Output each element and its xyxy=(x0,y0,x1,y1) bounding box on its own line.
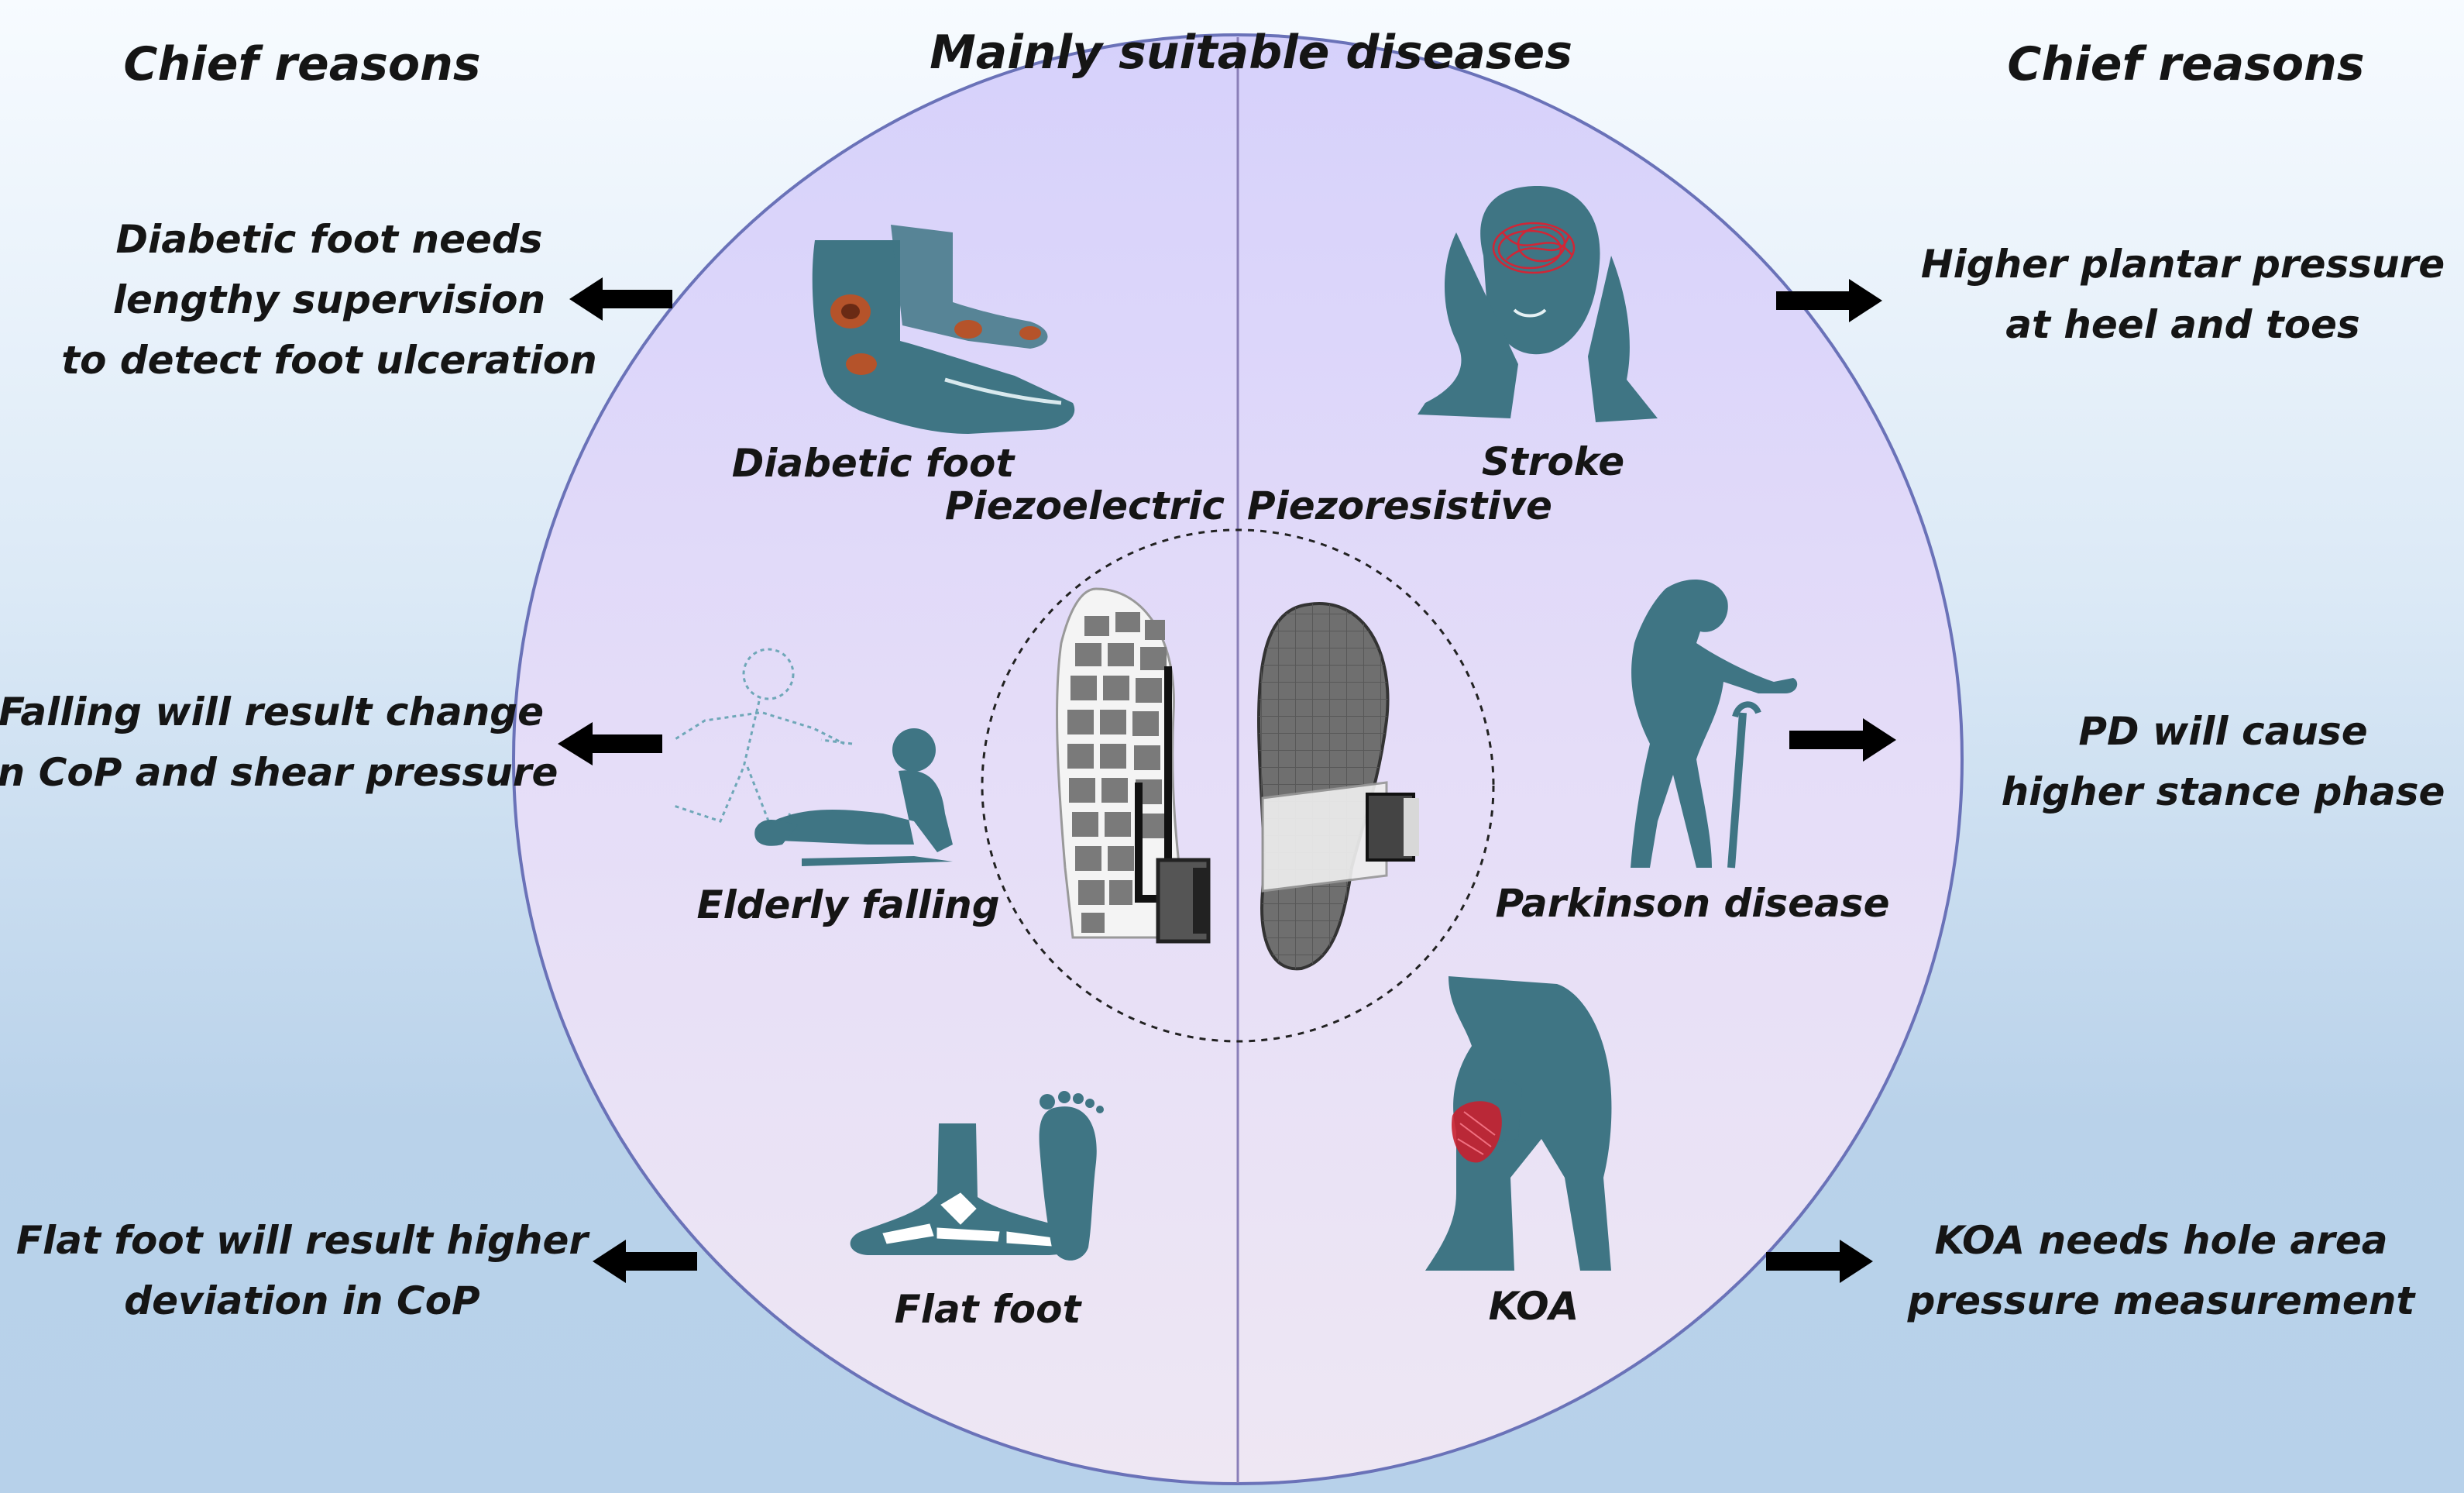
reason-line: PD will cause xyxy=(2078,709,2368,754)
header-center: Mainly suitable diseases xyxy=(930,26,1572,80)
arrow-diabetic-foot xyxy=(569,277,672,321)
label-koa: KOA xyxy=(1488,1284,1579,1329)
reason-line: Higher plantar pressure xyxy=(1920,242,2445,287)
reason-line: Flat foot will result higher xyxy=(15,1218,589,1263)
reason-flat-foot: Flat foot will result higher deviation i… xyxy=(16,1210,588,1331)
reason-line: Diabetic foot needs xyxy=(115,217,543,262)
label-flat-foot: Flat foot xyxy=(894,1287,1081,1332)
reason-line: lengthy supervision xyxy=(112,277,546,322)
reason-line: Falling will result change xyxy=(0,690,545,734)
reason-line: higher stance phase xyxy=(2001,769,2445,814)
arrow-koa xyxy=(1766,1240,1873,1283)
label-piezoresistive: Piezoresistive xyxy=(1247,483,1552,528)
reason-line: at heel and toes xyxy=(2005,302,2360,347)
header-right: Chief reasons xyxy=(2007,37,2365,91)
arrow-falling xyxy=(558,722,662,765)
reason-line: pressure measurement xyxy=(1907,1278,2415,1323)
header-left: Chief reasons xyxy=(123,37,481,91)
label-elderly-falling: Elderly falling xyxy=(696,882,1000,927)
reason-parkinson: PD will cause higher stance phase xyxy=(2002,701,2445,822)
arrow-parkinson xyxy=(1789,718,1896,762)
label-diabetic-foot: Diabetic foot xyxy=(731,441,1015,486)
reason-falling: Falling will result change in CoP and sh… xyxy=(0,682,558,803)
diabetic-foot-icon xyxy=(812,225,1075,434)
parkinson-figure-icon xyxy=(1631,580,1798,869)
flat-foot-icon xyxy=(850,1091,1104,1261)
koa-figure-icon xyxy=(1425,976,1612,1271)
reason-diabetic-foot: Diabetic foot needs lengthy supervision … xyxy=(61,209,597,390)
arrow-stroke xyxy=(1776,279,1882,322)
reason-line: in CoP and shear pressure xyxy=(0,750,558,795)
reason-line: KOA needs hole area xyxy=(1934,1218,2388,1263)
arrow-flat-foot xyxy=(593,1240,697,1283)
piezoresistive-insole-icon xyxy=(1256,602,1419,971)
stroke-head-icon xyxy=(1418,186,1658,422)
piezoelectric-insole-icon xyxy=(1056,587,1211,944)
reason-stroke: Higher plantar pressure at heel and toes xyxy=(1921,234,2445,355)
label-parkinson: Parkinson disease xyxy=(1495,881,1890,926)
label-stroke: Stroke xyxy=(1481,439,1625,484)
reason-koa: KOA needs hole area pressure measurement xyxy=(1908,1210,2415,1331)
reason-line: to detect foot ulceration xyxy=(61,338,597,383)
sensor-circle xyxy=(981,528,1495,1043)
label-piezoelectric: Piezoelectric xyxy=(944,483,1225,528)
reason-line: deviation in CoP xyxy=(124,1278,480,1323)
elderly-falling-icon xyxy=(673,648,953,866)
